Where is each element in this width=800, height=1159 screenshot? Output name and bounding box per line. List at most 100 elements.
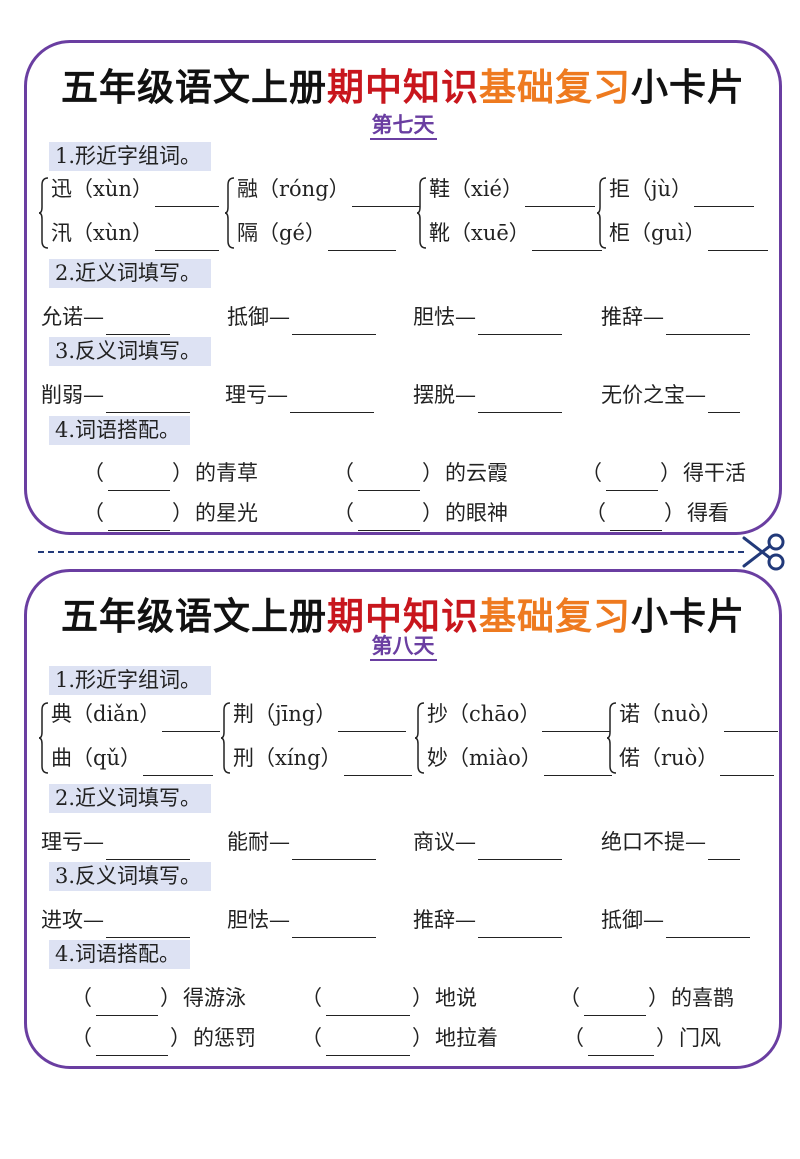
answer-blank[interactable] [478,387,562,413]
answer-blank[interactable] [525,181,595,207]
title-part-review: 基础复习 [479,66,631,109]
brace-icon [39,702,49,774]
answer-blank[interactable] [96,990,158,1016]
match-item: （）的云霞 [331,455,508,491]
pair-top: 荆（jīng） [233,696,407,732]
answer-blank[interactable] [154,181,219,207]
match-item: （）的青草 [81,455,258,491]
answer-blank[interactable] [290,387,374,413]
section-antonyms: 3.反义词填写。 [49,862,212,891]
answer-blank[interactable] [707,225,768,251]
brace-icon [415,702,425,774]
synonym-item: 能耐— [227,824,376,860]
title-part-midterm: 期中知识 [327,595,479,638]
pair-top: 典（diǎn） [51,696,221,732]
answer-blank[interactable] [154,225,219,251]
cut-line [38,551,744,553]
match-item: （）的眼神 [331,495,508,531]
answer-blank[interactable] [106,912,190,938]
answer-blank[interactable] [326,990,410,1016]
answer-blank[interactable] [351,181,420,207]
match-item: （）门风 [561,1020,721,1056]
review-card-day8: 五年级语文上册期中知识基础复习小卡片 第八天 1.形近字组词。 典（diǎn） … [24,569,782,1069]
pair-bottom: 刑（xíng） [233,740,412,776]
answer-blank[interactable] [162,706,221,732]
title-part-midterm: 期中知识 [327,66,479,109]
section-synonyms: 2.近义词填写。 [49,784,212,813]
title-part-grade: 五年级语文上册 [61,66,327,109]
answer-blank[interactable] [343,750,412,776]
answer-blank[interactable] [588,1030,654,1056]
pair-bottom: 曲（qǔ） [51,740,213,776]
title-part-grade: 五年级语文上册 [61,595,327,638]
pair-top: 诺（nuò） [619,696,778,732]
pair-bottom: 偌（ruò） [619,740,775,776]
answer-blank[interactable] [708,387,740,413]
answer-blank[interactable] [292,912,376,938]
answer-blank[interactable] [694,181,755,207]
antonym-item: 胆怯— [227,902,376,938]
synonym-item: 绝口不提— [601,824,740,860]
match-item: （）得游泳 [69,980,246,1016]
answer-blank[interactable] [96,1030,168,1056]
match-item: （）的星光 [81,495,258,531]
answer-blank[interactable] [720,750,775,776]
answer-blank[interactable] [327,225,396,251]
antonym-item: 进攻— [41,902,190,938]
answer-blank[interactable] [326,1030,410,1056]
antonym-item: 推辞— [413,902,562,938]
review-card-day7: 五年级语文上册期中知识基础复习小卡片 第七天 1.形近字组词。 迅（xùn） 汛… [24,40,782,535]
answer-blank[interactable] [292,309,376,335]
match-item: （）得干活 [579,455,746,491]
answer-blank[interactable] [108,505,170,531]
title-part-card: 小卡片 [631,66,745,109]
answer-blank[interactable] [108,465,170,491]
section-similar-chars: 1.形近字组词。 [49,666,212,695]
match-item: （）的喜鹊 [557,980,734,1016]
answer-blank[interactable] [708,834,740,860]
scissors-icon [742,533,785,571]
answer-blank[interactable] [610,505,662,531]
match-item: （）得看 [583,495,729,531]
answer-blank[interactable] [666,309,750,335]
pair-bottom: 柜（guì） [609,215,768,251]
synonym-item: 推辞— [601,299,750,335]
section-word-matching: 4.词语搭配。 [49,940,191,969]
answer-blank[interactable] [338,706,407,732]
answer-blank[interactable] [358,505,420,531]
pair-bottom: 妙（miào） [427,740,612,776]
day-label: 第七天 [27,109,779,140]
answer-blank[interactable] [106,387,190,413]
answer-blank[interactable] [478,834,562,860]
synonym-item: 胆怯— [413,299,562,335]
answer-blank[interactable] [543,750,612,776]
answer-blank[interactable] [106,309,170,335]
synonym-item: 商议— [413,824,562,860]
answer-blank[interactable] [292,834,376,860]
answer-blank[interactable] [358,465,420,491]
day-label: 第八天 [27,630,779,661]
answer-blank[interactable] [606,465,658,491]
answer-blank[interactable] [584,990,646,1016]
answer-blank[interactable] [478,309,562,335]
answer-blank[interactable] [106,834,190,860]
answer-blank[interactable] [723,706,778,732]
answer-blank[interactable] [142,750,213,776]
match-item: （）地说 [299,980,477,1016]
brace-icon [607,702,617,774]
pair-top: 拒（jù） [609,171,755,207]
answer-blank[interactable] [542,706,611,732]
brace-icon [417,177,427,249]
antonym-item: 理亏— [225,377,374,413]
pair-top: 融（róng） [237,171,420,207]
answer-blank[interactable] [666,912,750,938]
answer-blank[interactable] [478,912,562,938]
match-item: （）的惩罚 [69,1020,256,1056]
match-item: （）地拉着 [299,1020,498,1056]
card-title: 五年级语文上册期中知识基础复习小卡片 [27,57,779,111]
brace-icon [221,702,231,774]
section-similar-chars: 1.形近字组词。 [49,142,212,171]
brace-icon [597,177,607,249]
synonym-item: 理亏— [41,824,190,860]
answer-blank[interactable] [531,225,602,251]
